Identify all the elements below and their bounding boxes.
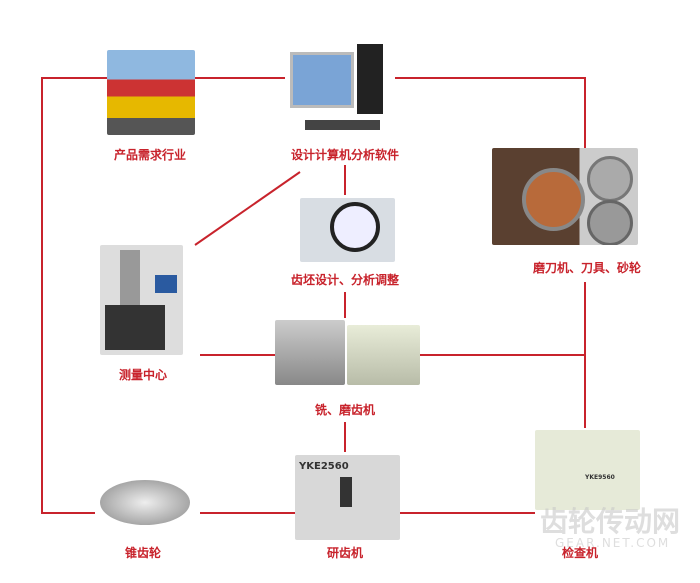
- magnifier-chart-image: [300, 198, 395, 262]
- lapping-machine-image: YKE2560: [295, 455, 400, 540]
- cutter-image: [492, 148, 638, 245]
- label-measure: 测量中心: [118, 368, 168, 382]
- watermark: 齿轮传动网: [540, 505, 681, 538]
- label-demand: 产品需求行业: [113, 148, 187, 162]
- label-checking: 检查机: [561, 546, 599, 560]
- milling-machine-image: [275, 320, 345, 385]
- label-blank-design: 齿坯设计、分析调整: [290, 273, 400, 287]
- computer-image: [285, 42, 395, 140]
- truck-image: [107, 50, 195, 135]
- checking-model-text: YKE9560: [585, 474, 615, 481]
- lapping-model-text: YKE2560: [299, 461, 349, 472]
- measuring-center-image: [100, 245, 183, 355]
- checking-machine-image: YKE9560: [535, 430, 640, 510]
- label-software: 设计计算机分析软件: [290, 148, 400, 162]
- grinding-machine-image: [347, 325, 420, 385]
- label-milling: 铣、磨齿机: [314, 403, 376, 417]
- label-cutter: 磨刀机、刀具、砂轮: [532, 261, 642, 275]
- bevel-gear-image: [95, 475, 200, 530]
- label-bevel-gear: 锥齿轮: [124, 546, 162, 560]
- label-lapping: 研齿机: [326, 546, 364, 560]
- watermark-url: GEAR.NET.COM: [555, 536, 671, 550]
